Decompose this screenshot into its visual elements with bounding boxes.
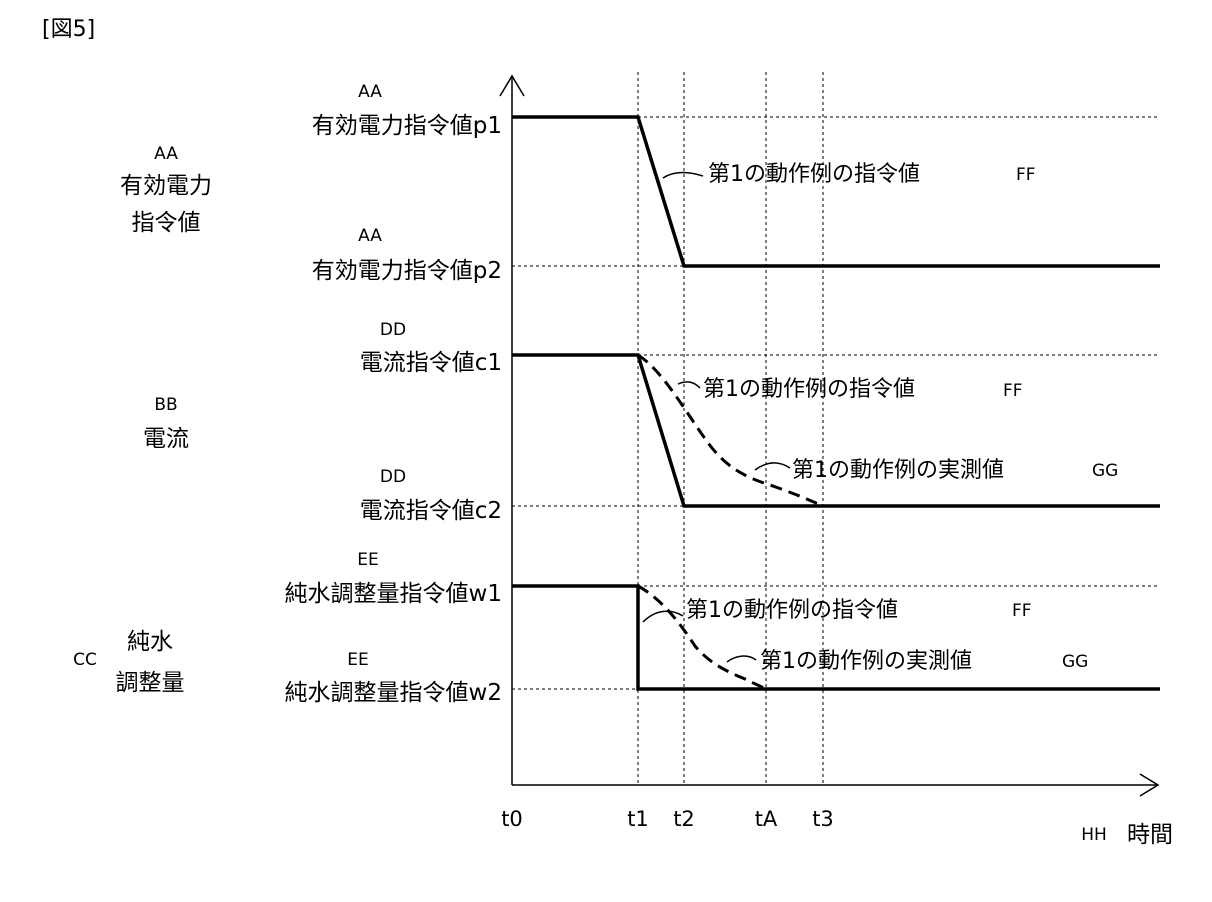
power-group-label-line1: 有効電力 (120, 173, 212, 199)
current-command-leader (678, 382, 700, 388)
water-command-leader (643, 611, 683, 622)
p1-tag: AA (358, 82, 382, 102)
tick-label-t1: t1 (627, 807, 649, 831)
tick-label-t0: t0 (501, 807, 523, 831)
power-group-tag: AA (154, 144, 178, 164)
power-command-leader (663, 173, 703, 179)
current-command-annotation-tag: FF (1003, 381, 1023, 401)
water-measured-annotation-tag: GG (1062, 652, 1088, 672)
c2-label: 電流指令値c2 (360, 498, 502, 524)
current-group-tag: BB (154, 395, 177, 415)
water-command-annotation-tag: FF (1012, 601, 1032, 621)
panel-pure-water: CC 純水 調整量 EE 純水調整量指令値w1 EE 純水調整量指令値w2 第1… (73, 550, 1160, 706)
water-group-label-line1: 純水 (127, 629, 173, 655)
current-measured-leader (755, 463, 790, 470)
power-command-annotation-tag: FF (1016, 165, 1036, 185)
water-group-tag: CC (73, 650, 97, 670)
x-axis-label-tag: HH (1081, 825, 1107, 845)
p1-label: 有効電力指令値p1 (312, 113, 502, 139)
panel-current: BB 電流 DD 電流指令値c1 DD 電流指令値c2 第1の動作例の指令値 F… (143, 320, 1160, 524)
water-command-annotation: 第1の動作例の指令値 (686, 598, 898, 623)
w1-tag: EE (357, 550, 378, 570)
tick-label-t2: t2 (673, 807, 695, 831)
x-axis-label: 時間 (1127, 822, 1173, 848)
tick-label-tA: tA (755, 807, 778, 831)
power-command-annotation: 第1の動作例の指令値 (708, 162, 920, 187)
current-command-annotation: 第1の動作例の指令値 (703, 377, 915, 402)
c2-tag: DD (380, 467, 406, 487)
current-measured-annotation-tag: GG (1092, 461, 1118, 481)
c1-tag: DD (380, 320, 406, 340)
current-measured-annotation: 第1の動作例の実測値 (792, 458, 1004, 483)
water-measured-annotation: 第1の動作例の実測値 (760, 649, 972, 674)
power-command-line (512, 117, 1160, 266)
panel-active-power: AA 有効電力 指令値 AA 有効電力指令値p1 AA 有効電力指令値p2 第1… (120, 82, 1160, 284)
tick-label-t3: t3 (812, 807, 834, 831)
p2-tag: AA (358, 226, 382, 246)
w2-label: 純水調整量指令値w2 (285, 680, 502, 706)
power-group-label-line2: 指令値 (132, 210, 201, 236)
w2-tag: EE (347, 650, 368, 670)
water-group-label-line2: 調整量 (116, 670, 185, 696)
water-measured-leader (727, 656, 756, 662)
tick-labels: t0 t1 t2 tA t3 (501, 807, 834, 831)
p2-label: 有効電力指令値p2 (312, 258, 502, 284)
w1-label: 純水調整量指令値w1 (285, 581, 502, 607)
figure-label: [図5] (42, 17, 95, 42)
c1-label: 電流指令値c1 (360, 350, 502, 376)
current-group-label: 電流 (143, 426, 189, 452)
